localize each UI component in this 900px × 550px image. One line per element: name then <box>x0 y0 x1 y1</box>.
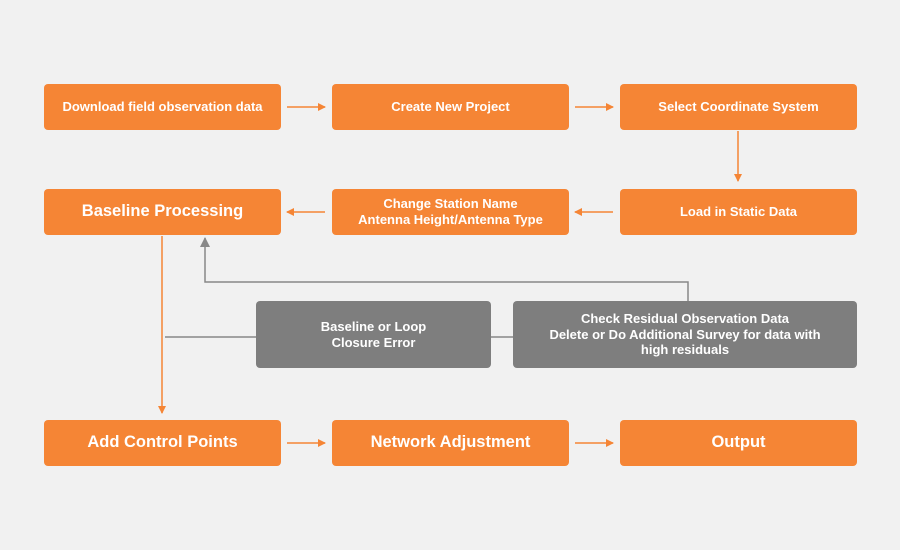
check-closure-error-line2: Closure Error <box>331 334 416 350</box>
check-residual-data-line2: Delete or Do Additional Survey for data … <box>549 326 821 342</box>
step-download-data-label: Download field observation data <box>62 99 263 115</box>
step-change-station: Change Station Name Antenna Height/Anten… <box>332 189 569 235</box>
step-change-station-line2: Antenna Height/Antenna Type <box>358 212 543 227</box>
step-load-static-data: Load in Static Data <box>620 189 857 235</box>
step-create-project: Create New Project <box>332 84 569 130</box>
step-output-label: Output <box>711 433 766 452</box>
check-residual-data-line1: Check Residual Observation Data <box>580 311 790 327</box>
step-baseline-processing: Baseline Processing <box>44 189 281 235</box>
step-select-coordinate-system: Select Coordinate System <box>620 84 857 130</box>
step-baseline-processing-label: Baseline Processing <box>81 202 244 221</box>
step-change-station-line1: Change Station Name <box>383 196 518 212</box>
step-network-adjustment-label: Network Adjustment <box>370 433 531 452</box>
check-residual-data-line3: high residuals <box>640 342 730 358</box>
check-closure-error-line1: Baseline or Loop <box>320 318 427 334</box>
step-output: Output <box>620 420 857 466</box>
step-load-static-data-label: Load in Static Data <box>679 204 798 220</box>
step-create-project-label: Create New Project <box>391 99 510 115</box>
return-arrow-to-baseline <box>200 237 689 301</box>
step-download-data: Download field observation data <box>44 84 281 130</box>
check-closure-error: Baseline or Loop Closure Error <box>256 301 491 368</box>
step-network-adjustment: Network Adjustment <box>332 420 569 466</box>
step-add-control-points: Add Control Points <box>44 420 281 466</box>
step-add-control-points-label: Add Control Points <box>87 433 238 452</box>
check-residual-data: Check Residual Observation Data Delete o… <box>513 301 857 368</box>
step-select-coordinate-system-label: Select Coordinate System <box>658 99 819 115</box>
